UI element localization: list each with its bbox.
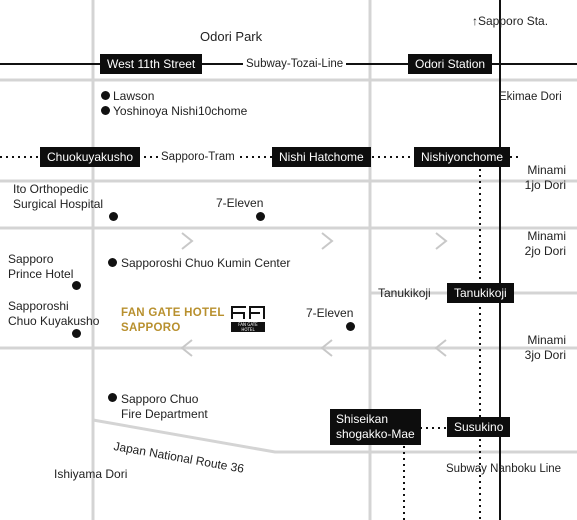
- hotel-logo-mark: [231, 306, 265, 332]
- lawson-marker: [101, 91, 110, 100]
- sapporo-prince-label: Sapporo Prince Hotel: [8, 252, 74, 281]
- tanukikoji-street-label: Tanukikoji: [378, 286, 431, 300]
- station-west-11th[interactable]: West 11th Street: [100, 54, 203, 74]
- station-nishiyonchome[interactable]: Nishiyonchome: [414, 147, 511, 167]
- yoshinoya-label: Yoshinoya Nishi10chome: [113, 104, 248, 118]
- seven-eleven-1-label: 7-Eleven: [216, 196, 264, 210]
- seven-eleven-2-marker: [346, 322, 355, 331]
- station-nishi-hatchome[interactable]: Nishi Hatchome: [272, 147, 371, 167]
- minami-1jo-label: Minami 1jo Dori: [524, 163, 566, 192]
- subway-nanboku-label: Subway Nanboku Line: [446, 463, 562, 475]
- subway-tozai-label: Subway-Tozai-Line: [243, 57, 347, 71]
- street-route-36: [92, 418, 577, 454]
- seven-eleven-2-label: 7-Eleven: [306, 306, 354, 320]
- minami-2jo-label: Minami 2jo Dori: [524, 229, 566, 258]
- traffic-arrows: [180, 232, 448, 357]
- sapporo-station-label: ↑Sapporo Sta.: [472, 14, 549, 28]
- ekimae-dori-label: Ekimae Dori: [499, 91, 562, 103]
- hotel-name[interactable]: FAN GATE HOTEL SAPPORO: [121, 307, 225, 334]
- chuo-kuyakusho-marker: [72, 329, 81, 338]
- arrow-right-3: [435, 232, 448, 250]
- ishiyama-dori-label: Ishiyama Dori: [54, 467, 128, 481]
- arrow-right-1: [181, 232, 194, 250]
- station-susukino[interactable]: Susukino: [447, 417, 511, 437]
- station-shiseikan[interactable]: Shiseikan shogakko-Mae: [330, 409, 421, 445]
- minami-3jo-label: Minami 3jo Dori: [524, 333, 566, 362]
- arrow-left-2: [320, 339, 333, 357]
- station-chuokuyakusho[interactable]: Chuokuyakusho: [40, 147, 141, 167]
- hotel-logo: FAN GATE HOTEL: [230, 305, 266, 333]
- ito-orthopedic-label: Ito Orthopedic Surgical Hospital: [13, 182, 104, 211]
- station-odori[interactable]: Odori Station: [408, 54, 493, 74]
- fire-department-label: Sapporo Chuo Fire Department: [121, 392, 208, 421]
- ito-orthopedic-marker: [109, 212, 118, 221]
- seven-eleven-1-marker: [256, 212, 265, 221]
- sapporo-prince-marker: [72, 281, 81, 290]
- kumin-center-label: Sapporoshi Chuo Kumin Center: [121, 256, 291, 270]
- yoshinoya-marker: [101, 106, 110, 115]
- odori-park-label: Odori Park: [200, 29, 263, 44]
- fire-department-marker: [108, 393, 117, 402]
- kumin-center-marker: [108, 258, 117, 267]
- hotel-logo-text: FAN GATE HOTEL: [238, 322, 258, 332]
- chuo-kuyakusho-label: Sapporoshi Chuo Kuyakusho: [8, 299, 100, 328]
- arrow-left-1: [180, 339, 193, 357]
- arrow-right-2: [321, 232, 334, 250]
- lawson-label: Lawson: [113, 89, 155, 103]
- arrow-left-3: [434, 339, 447, 357]
- station-tanukikoji[interactable]: Tanukikoji: [447, 283, 514, 303]
- sapporo-tram-label: Sapporo-Tram: [158, 150, 238, 164]
